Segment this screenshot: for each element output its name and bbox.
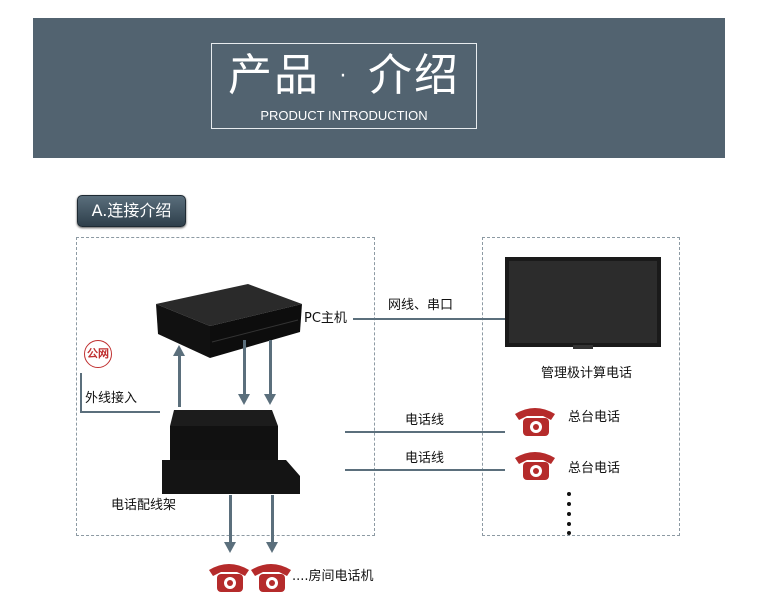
outside-line-horizontal [80,411,160,413]
monitor-image [505,257,661,349]
arrow-down-icon [266,542,278,553]
pc-host-image [156,284,302,358]
phone-line-2-label: 电话线 [405,451,445,466]
header-title-box: 产品 · 介绍 PRODUCT INTRODUCTION [211,43,477,129]
monitor-label: 管理极计算电话 [541,366,633,381]
right-dashed-group [482,237,680,536]
pbx-label: 电话配线架 [111,498,177,513]
room-phone-label: ....房间电话机 [292,569,374,584]
arrow-down-shaft [243,340,246,395]
desk-phone-1-label: 总台电话 [568,410,621,425]
arrow-down-shaft [269,340,272,395]
more-dots-icon [567,492,571,535]
header-banner: 产品 · 介绍 PRODUCT INTRODUCTION [33,18,725,158]
arrow-down-icon [264,394,276,405]
outside-line-vertical [80,373,82,413]
telephone-icon [209,564,249,592]
telephone-icon [251,564,291,592]
telephone-icon [515,452,555,480]
phone-line-1-label: 电话线 [405,413,445,428]
arrow-up-shaft [178,355,181,407]
telephone-icon [515,408,555,436]
phone-line-2 [345,469,505,471]
page-title: 产品 · 介绍 [228,50,460,101]
arrow-down-icon [224,542,236,553]
phone-line-1 [345,431,505,433]
network-cable-line [353,318,506,320]
arrow-up-icon [173,345,185,356]
pbx-image [162,410,300,494]
public-network-badge: 公网 [84,340,112,368]
arrow-down-icon [238,394,250,405]
pc-label: PC主机 [304,311,347,326]
left-dashed-group [76,237,375,536]
outside-line-label: 外线接入 [85,391,138,406]
section-label: A.连接介绍 [77,195,186,227]
arrow-down-shaft [271,495,274,543]
desk-phone-2-label: 总台电话 [568,461,621,476]
page-subtitle: PRODUCT INTRODUCTION [260,108,428,123]
arrow-down-shaft [229,495,232,543]
cable-label: 网线、串口 [388,298,454,313]
